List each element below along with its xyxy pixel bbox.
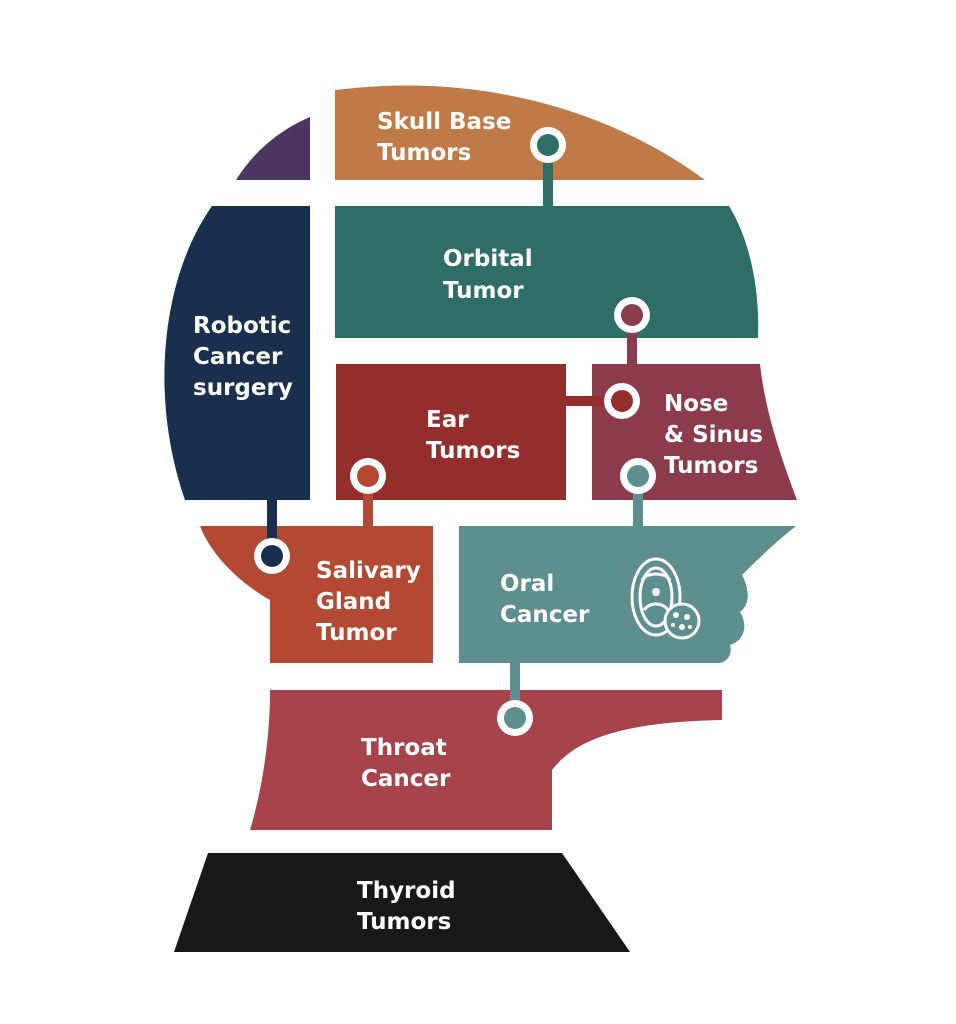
skull-base-label: Skull Base Tumors — [377, 109, 519, 166]
purple-corner-segment — [236, 117, 310, 180]
nose-label: Nose & Sinus Tumors — [664, 391, 771, 479]
orbital-label: Orbital Tumor — [443, 246, 541, 304]
nose-label-line2: & Sinus — [664, 422, 763, 448]
orbital-tumor-segment[interactable] — [335, 206, 759, 338]
connector-knob — [537, 134, 559, 156]
ear-label: Ear Tumors — [426, 407, 520, 464]
robotic-label-line2: Cancer — [193, 344, 283, 370]
skull-base-segment[interactable] — [335, 85, 705, 180]
oral-label: Oral Cancer — [500, 571, 590, 628]
salivary-label-line1: Salivary — [316, 558, 421, 584]
salivary-label: Salivary Gland Tumor — [316, 558, 429, 646]
thyroid-label-line1: Thyroid — [357, 878, 456, 904]
skull-base-label-line2: Tumors — [377, 140, 471, 166]
robotic-surgery-segment[interactable] — [164, 206, 310, 500]
salivary-label-line3: Tumor — [316, 620, 397, 646]
throat-cancer-segment[interactable] — [250, 690, 722, 830]
connector-knob — [357, 465, 379, 487]
oral-label-line2: Cancer — [500, 602, 590, 628]
orbital-label-line1: Orbital — [443, 246, 533, 272]
connector-knob — [504, 707, 526, 729]
ear-label-line1: Ear — [426, 407, 469, 433]
thyroid-label: Thyroid Tumors — [357, 878, 464, 935]
nose-label-line3: Tumors — [664, 453, 758, 479]
thyroid-label-line2: Tumors — [357, 909, 451, 935]
connector-knob — [621, 304, 643, 326]
robotic-label-line3: surgery — [193, 375, 293, 401]
nose-label-line1: Nose — [664, 391, 728, 417]
connector-knob — [261, 545, 283, 567]
ear-tumors-segment[interactable] — [336, 364, 566, 500]
connectors — [254, 127, 656, 736]
oral-cancer-segment[interactable] — [459, 526, 796, 663]
thyroid-tumors-segment[interactable] — [174, 853, 630, 952]
connector-knob — [611, 390, 633, 412]
ear-label-line2: Tumors — [426, 438, 520, 464]
orbital-label-line2: Tumor — [443, 278, 524, 304]
connector-knob — [627, 465, 649, 487]
skull-base-label-line1: Skull Base — [377, 109, 511, 135]
open-mouth-with-lesion-icon — [630, 557, 701, 640]
robotic-label: Robotic Cancer surgery — [193, 313, 299, 401]
robotic-label-line1: Robotic — [193, 313, 291, 339]
throat-label-line1: Throat — [361, 735, 447, 761]
oral-label-line1: Oral — [500, 571, 554, 597]
throat-label: Throat Cancer — [361, 735, 455, 792]
throat-label-line2: Cancer — [361, 766, 451, 792]
salivary-label-line2: Gland — [316, 589, 391, 615]
